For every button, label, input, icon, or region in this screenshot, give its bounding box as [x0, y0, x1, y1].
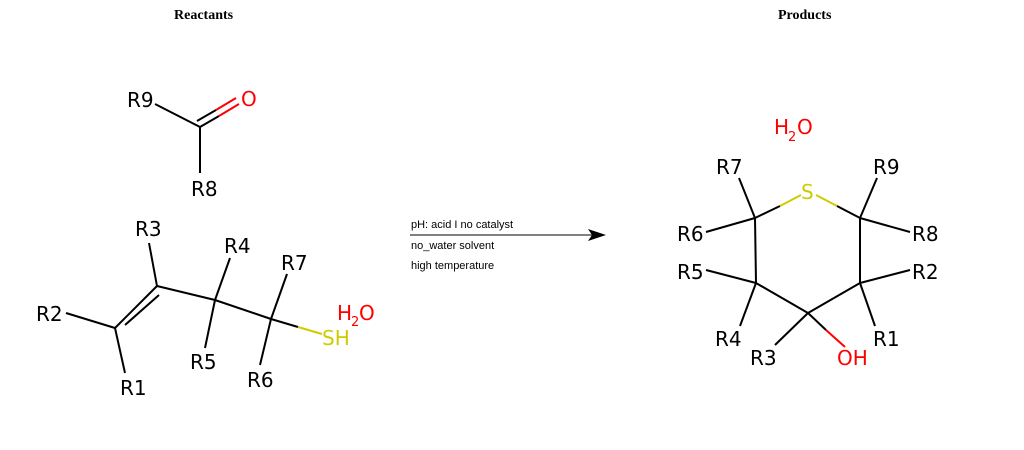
water-h: H — [337, 301, 352, 325]
reactants-title: Reactants — [174, 8, 234, 23]
condition-temperature: high temperature — [411, 260, 495, 272]
bond-c4-oh-a — [807, 312, 827, 331]
water-h: H — [774, 115, 789, 139]
label-r5: R5 — [677, 260, 704, 284]
water-subscript: 2 — [351, 315, 359, 330]
label-r2: R2 — [912, 260, 939, 284]
bond-c4-s-b — [297, 326, 323, 335]
label-r4: R4 — [715, 327, 742, 351]
bond-c-o-2b — [215, 97, 237, 111]
bond-c4-r3 — [774, 312, 809, 346]
label-r3: R3 — [135, 217, 162, 241]
bond-c5-r2 — [859, 269, 911, 284]
bond-c1-c2 — [114, 285, 158, 329]
bond-c3-r5 — [705, 269, 757, 284]
bond-c4-c3 — [755, 282, 809, 314]
label-r8: R8 — [912, 222, 939, 246]
label-r3: R3 — [750, 346, 777, 370]
label-r8: R8 — [191, 177, 218, 201]
bond-c2-r3 — [148, 242, 158, 287]
reactant-water: H 2 O — [337, 301, 375, 330]
bond-c2-r7 — [738, 177, 756, 219]
product-water: H 2 O — [774, 115, 813, 145]
label-r2: R2 — [36, 302, 63, 326]
product-molecule: H 2 O S — [677, 115, 939, 370]
bond-s-c6-a — [815, 194, 838, 207]
bond-c4-r7 — [270, 273, 288, 320]
bond-c5-r1 — [859, 282, 876, 327]
bond-c2-r6 — [705, 217, 756, 233]
label-r9: R9 — [873, 155, 900, 179]
reactant-thiol: R2 R1 R3 R4 R5 R7 R6 SH H 2 O — [36, 217, 375, 400]
label-oxygen: O — [241, 87, 257, 111]
label-r4: R4 — [224, 234, 251, 258]
label-sh: SH — [322, 326, 350, 350]
bond-c-o-1a — [199, 115, 220, 128]
bond-c4-s-a — [270, 318, 299, 328]
bond-c-o-2a — [196, 109, 217, 122]
reaction-arrow — [410, 229, 606, 241]
label-hydroxyl: OH — [837, 346, 868, 370]
bond-c4-oh-b — [825, 329, 846, 348]
label-r1: R1 — [873, 327, 900, 351]
bond-s-c6-b — [836, 205, 861, 219]
label-r5: R5 — [190, 350, 217, 374]
water-o: O — [359, 301, 375, 325]
bond-c3-r4 — [739, 282, 757, 327]
bond-c-o-1b — [218, 103, 240, 117]
bond-c2-s-b — [779, 194, 802, 207]
bond-c1-c2-double — [124, 294, 160, 326]
label-r6: R6 — [677, 222, 704, 246]
label-r7: R7 — [716, 155, 743, 179]
bond-c6-r8 — [859, 217, 911, 233]
label-r1: R1 — [120, 376, 147, 400]
water-o: O — [797, 115, 813, 139]
bond-r9-c — [154, 103, 201, 128]
reactant-ketone: R9 O R8 — [127, 87, 257, 201]
bond-c2-c3 — [156, 285, 216, 301]
label-r9: R9 — [127, 88, 154, 112]
label-r6: R6 — [247, 368, 274, 392]
bond-c3-c2 — [754, 217, 757, 284]
condition-solvent: no_water solvent — [411, 240, 495, 252]
bond-c5-c4 — [807, 282, 861, 314]
bond-c4-r6 — [259, 318, 272, 366]
arrow-head — [588, 229, 606, 241]
label-sulfur: S — [801, 180, 814, 204]
label-r7: R7 — [281, 251, 308, 275]
bond-c3-r5 — [204, 299, 216, 349]
bond-c1-r1 — [114, 327, 126, 374]
condition-ph: pH: acid I no catalyst — [411, 219, 514, 231]
bond-c3-c4 — [214, 299, 272, 320]
bond-r2-c1 — [65, 312, 116, 329]
bond-c6-r9 — [859, 177, 878, 219]
bond-c2-s-a — [754, 205, 781, 219]
bond-c3-r4 — [214, 257, 231, 301]
water-subscript: 2 — [788, 130, 796, 145]
products-title: Products — [778, 8, 832, 23]
